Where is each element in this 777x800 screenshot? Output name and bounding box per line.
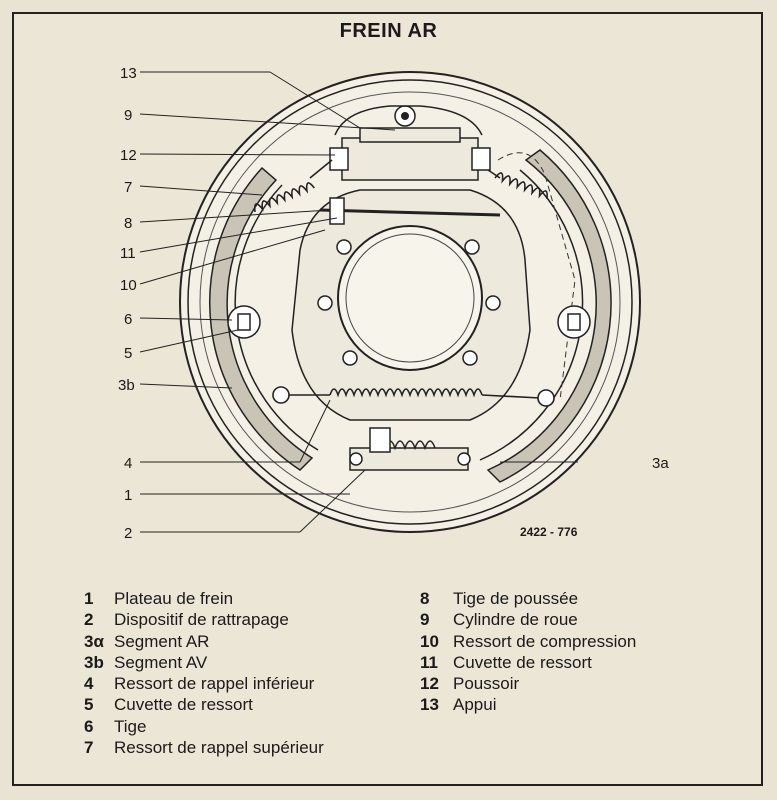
callout-5: 5 xyxy=(124,345,132,362)
hold-down-right xyxy=(557,305,591,339)
legend-label: Tige de poussée xyxy=(453,589,579,608)
spring-alt-position xyxy=(497,152,576,401)
reference-code: 2422 - 776 xyxy=(520,525,578,539)
legend-number: 1 xyxy=(84,589,94,608)
hold-down-left xyxy=(227,305,261,339)
callout-7: 7 xyxy=(124,179,132,196)
legend-item: 3b Segment AV xyxy=(84,652,324,673)
legend-label: Appui xyxy=(453,695,497,715)
legend-item: 7 Ressort de rappel supérieur xyxy=(84,737,324,758)
legend-label: Cuvette de ressort xyxy=(114,695,253,715)
legend-number: 3b xyxy=(84,652,104,672)
legend-number: 11 xyxy=(420,652,438,672)
legend-item: 2 Dispositif de rattrapage xyxy=(84,609,324,630)
legend-item: 3α Segment AR xyxy=(84,631,324,652)
legend-item: 13 Appui xyxy=(420,694,636,715)
legend-item: 11 Cuvette de ressort xyxy=(420,652,636,673)
upper-return-spring-left xyxy=(253,159,333,213)
legend-number: 2 xyxy=(84,610,94,630)
callout-13: 13 xyxy=(120,65,137,82)
backing-plate-inner-rim xyxy=(199,91,621,513)
legend-number: 13 xyxy=(420,695,439,715)
figure-title: FREIN AR xyxy=(339,20,438,42)
brake-diagram: 13 9 12 7 8 11 10 6 5 3b 4 1 2 3a 2422 -… xyxy=(118,65,669,542)
legend-number: 5 xyxy=(84,695,94,715)
callout-2: 2 xyxy=(124,525,132,542)
leader-lines xyxy=(139,71,578,533)
push-rod xyxy=(319,208,501,217)
legend-label: Cuvette de ressort xyxy=(453,652,592,672)
legend-item: 1 Plateau de frein xyxy=(84,588,324,609)
callout-9: 9 xyxy=(124,107,132,124)
lower-return-spring xyxy=(272,386,555,407)
legend-number: 6 xyxy=(84,716,94,736)
callout-3a: 3a xyxy=(652,455,669,472)
legend-left: 1 Plateau de frein 2 Dispositif de rattrap… xyxy=(84,588,324,758)
bolt-holes xyxy=(317,239,501,366)
legend-number: 9 xyxy=(420,610,430,630)
front-shoe-lining xyxy=(209,166,314,471)
legend-label: Cylindre de roue xyxy=(453,610,578,630)
callout-4: 4 xyxy=(124,455,132,472)
legend-item: 4 Ressort de rappel inférieur xyxy=(84,673,324,694)
legend-number: 3α xyxy=(84,631,104,651)
spring-cup xyxy=(329,197,345,225)
callout-12: 12 xyxy=(120,147,137,164)
legend-label: Ressort de rappel supérieur xyxy=(114,738,324,758)
legend-number: 7 xyxy=(84,738,94,758)
callout-1: 1 xyxy=(124,487,132,504)
legend-label: Dispositif de rattrapage xyxy=(114,610,289,630)
backing-plate-rim xyxy=(187,79,633,525)
legend-item: 5 Cuvette de ressort xyxy=(84,694,324,715)
legend-number: 10 xyxy=(420,631,439,651)
legend-label: Ressort de rappel inférieur xyxy=(114,674,315,694)
legend-label: Tige xyxy=(114,716,147,736)
legend-item: 10 Ressort de compression xyxy=(420,631,636,652)
legend-label: Poussoir xyxy=(453,674,520,694)
legend-item: 6 Tige xyxy=(84,716,324,737)
callout-3b: 3b xyxy=(118,377,135,394)
callout-8: 8 xyxy=(124,215,132,232)
callout-10: 10 xyxy=(120,277,137,294)
legend-label: Ressort de compression xyxy=(453,631,637,651)
adjuster-device xyxy=(349,427,471,471)
hub xyxy=(337,225,483,371)
legend-item: 12 Poussoir xyxy=(420,673,636,694)
callout-11: 11 xyxy=(120,245,136,262)
legend-item: 9 Cylindre de roue xyxy=(420,609,636,630)
appui-bracket xyxy=(334,105,483,136)
wheel-cylinder xyxy=(329,105,491,181)
callout-6: 6 xyxy=(124,311,132,328)
upper-return-spring-right xyxy=(487,169,548,200)
legend-label: Plateau de frein xyxy=(114,589,234,608)
legend-number: 4 xyxy=(84,674,94,694)
legend-number: 12 xyxy=(420,674,439,694)
hub-bore xyxy=(345,233,475,363)
legend-right: 8 Tige de poussée 9 Cylindre de roue 10 Res… xyxy=(420,588,636,716)
legend-number: 8 xyxy=(420,589,430,608)
legend-label: Segment AR xyxy=(114,631,210,651)
rear-shoe-lining xyxy=(486,149,612,483)
legend-item: 8 Tige de poussée xyxy=(420,588,636,609)
legend-label: Segment AV xyxy=(114,652,208,672)
